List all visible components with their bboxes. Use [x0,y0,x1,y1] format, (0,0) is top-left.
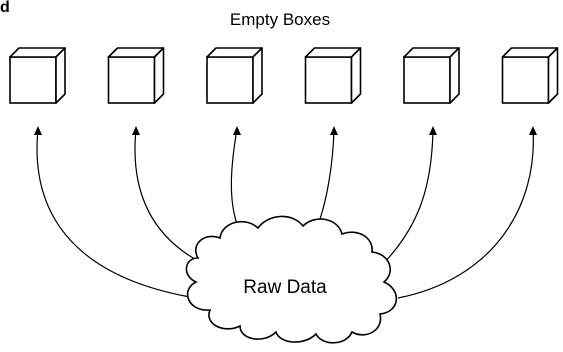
arrow-to-box-5 [382,128,434,265]
box-front-face [107,56,156,104]
box-front-face [304,56,353,104]
arrowheads-group [34,126,537,135]
empty-box-2 [107,47,165,104]
arrow-to-box-4 [317,128,335,226]
arrowhead-2 [132,126,140,135]
arrowhead-5 [429,126,437,135]
box-side-face [153,47,165,104]
diagram-title: Empty Boxes [229,10,331,29]
arrow-to-box-2 [134,128,201,263]
arrow-to-box-6 [397,128,534,299]
box-front-face [9,56,57,104]
box-front-face [403,56,451,104]
arrow-to-box-1 [36,128,191,298]
corner-label: d [0,0,10,16]
box-side-face [350,47,362,104]
box-side-face [449,47,460,104]
empty-box-1 [9,47,66,104]
box-side-face [252,47,263,104]
empty-box-4 [304,47,362,104]
arrowhead-6 [529,126,537,135]
empty-box-3 [206,47,263,104]
empty-box-6 [501,47,559,104]
raw-data-label: Raw Data [243,277,327,298]
arrowhead-1 [34,126,42,135]
arrowhead-4 [330,126,338,135]
arrow-to-box-3 [230,128,241,233]
raw-data-cloud [185,215,398,344]
box-front-face [501,56,550,104]
empty-box-5 [403,47,460,104]
arrowhead-3 [233,126,241,135]
box-front-face [206,56,254,104]
boxes-group [9,47,559,104]
box-side-face [547,47,559,104]
box-side-face [55,47,66,104]
